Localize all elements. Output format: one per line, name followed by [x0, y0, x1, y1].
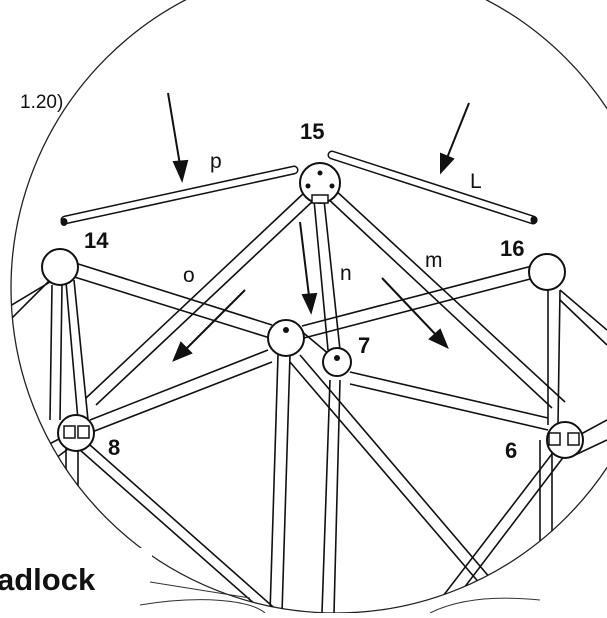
rod-label-m: m [425, 249, 443, 272]
arrow-L [440, 102, 470, 175]
rod-p [60, 165, 299, 226]
hub-label-15: 15 [300, 119, 324, 144]
hub-7 [322, 347, 352, 377]
rod-label-n: n [340, 262, 352, 285]
hub-label-16: 16 [500, 236, 524, 261]
hub-6 [546, 421, 584, 459]
hub-label-6: 6 [505, 438, 517, 463]
frame-structure: 15 14 16 7 8 6 p L o n m [11, 92, 607, 613]
hub-label-14: 14 [84, 228, 109, 253]
hub-8 [57, 414, 95, 452]
hub-center [267, 319, 305, 357]
hub-14 [41, 248, 79, 286]
step-label: 1.20) [20, 92, 63, 113]
arrow-o [172, 289, 246, 362]
hub-label-7: 7 [358, 333, 370, 358]
rod-L [327, 150, 538, 225]
caption-decoration [139, 581, 266, 614]
rod-label-L: L [470, 170, 482, 193]
caption-backdrop [0, 548, 152, 598]
arrow-n [299, 221, 318, 315]
arrow-p [167, 92, 189, 184]
hub-16 [528, 253, 566, 291]
rod-label-p: p [210, 150, 222, 173]
hub-15 [299, 162, 341, 204]
main-rods [67, 187, 566, 433]
bottom-arc [429, 597, 541, 614]
rod-label-o: o [183, 264, 195, 287]
hub-label-8: 8 [108, 435, 120, 460]
arrow-m [381, 277, 449, 350]
arrows [167, 92, 470, 362]
caption-text: adlock [0, 562, 96, 597]
